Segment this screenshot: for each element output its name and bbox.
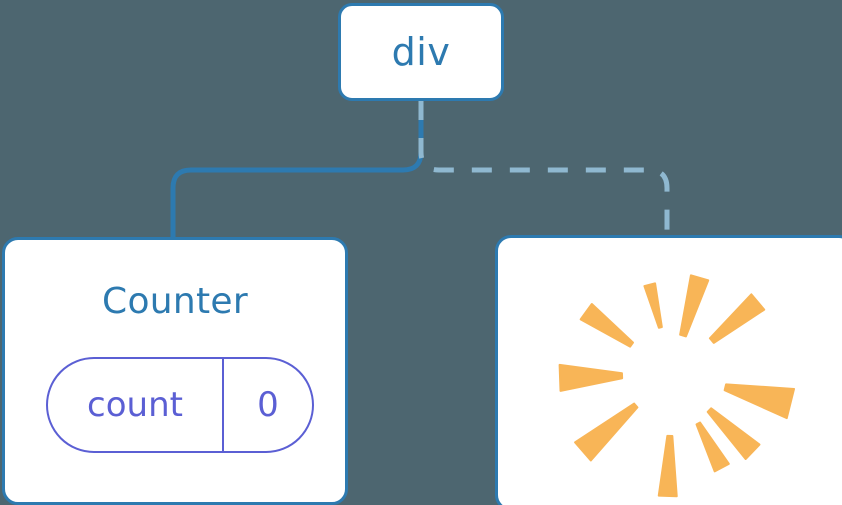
sparkle-ray-5: [558, 363, 624, 392]
sparkle-ray-3: [708, 293, 766, 344]
node-counter-title: Counter: [102, 281, 248, 322]
sparkle-burst-icon: [558, 274, 795, 498]
state-pill-key: count: [48, 359, 224, 451]
node-div[interactable]: div: [338, 3, 504, 101]
state-pill-count[interactable]: count 0: [46, 357, 314, 453]
sparkle-ray-4: [579, 303, 635, 348]
node-sparkle[interactable]: [495, 235, 842, 505]
sparkle-ray-9: [657, 434, 678, 498]
sparkle-ray-6: [723, 383, 795, 420]
sparkle-ray-8: [574, 402, 639, 462]
sparkle-ray-2: [643, 282, 663, 329]
sparkle-ray-10: [695, 421, 730, 473]
edge-div-to-counter: [170, 97, 424, 241]
sparkle-ray-1: [679, 274, 710, 338]
node-counter[interactable]: Counter count 0: [2, 237, 348, 505]
node-div-label: div: [391, 30, 451, 74]
edge-div-to-sparkle: [418, 100, 670, 238]
state-pill-value: 0: [257, 385, 279, 425]
sparkle-ray-7: [706, 407, 761, 460]
